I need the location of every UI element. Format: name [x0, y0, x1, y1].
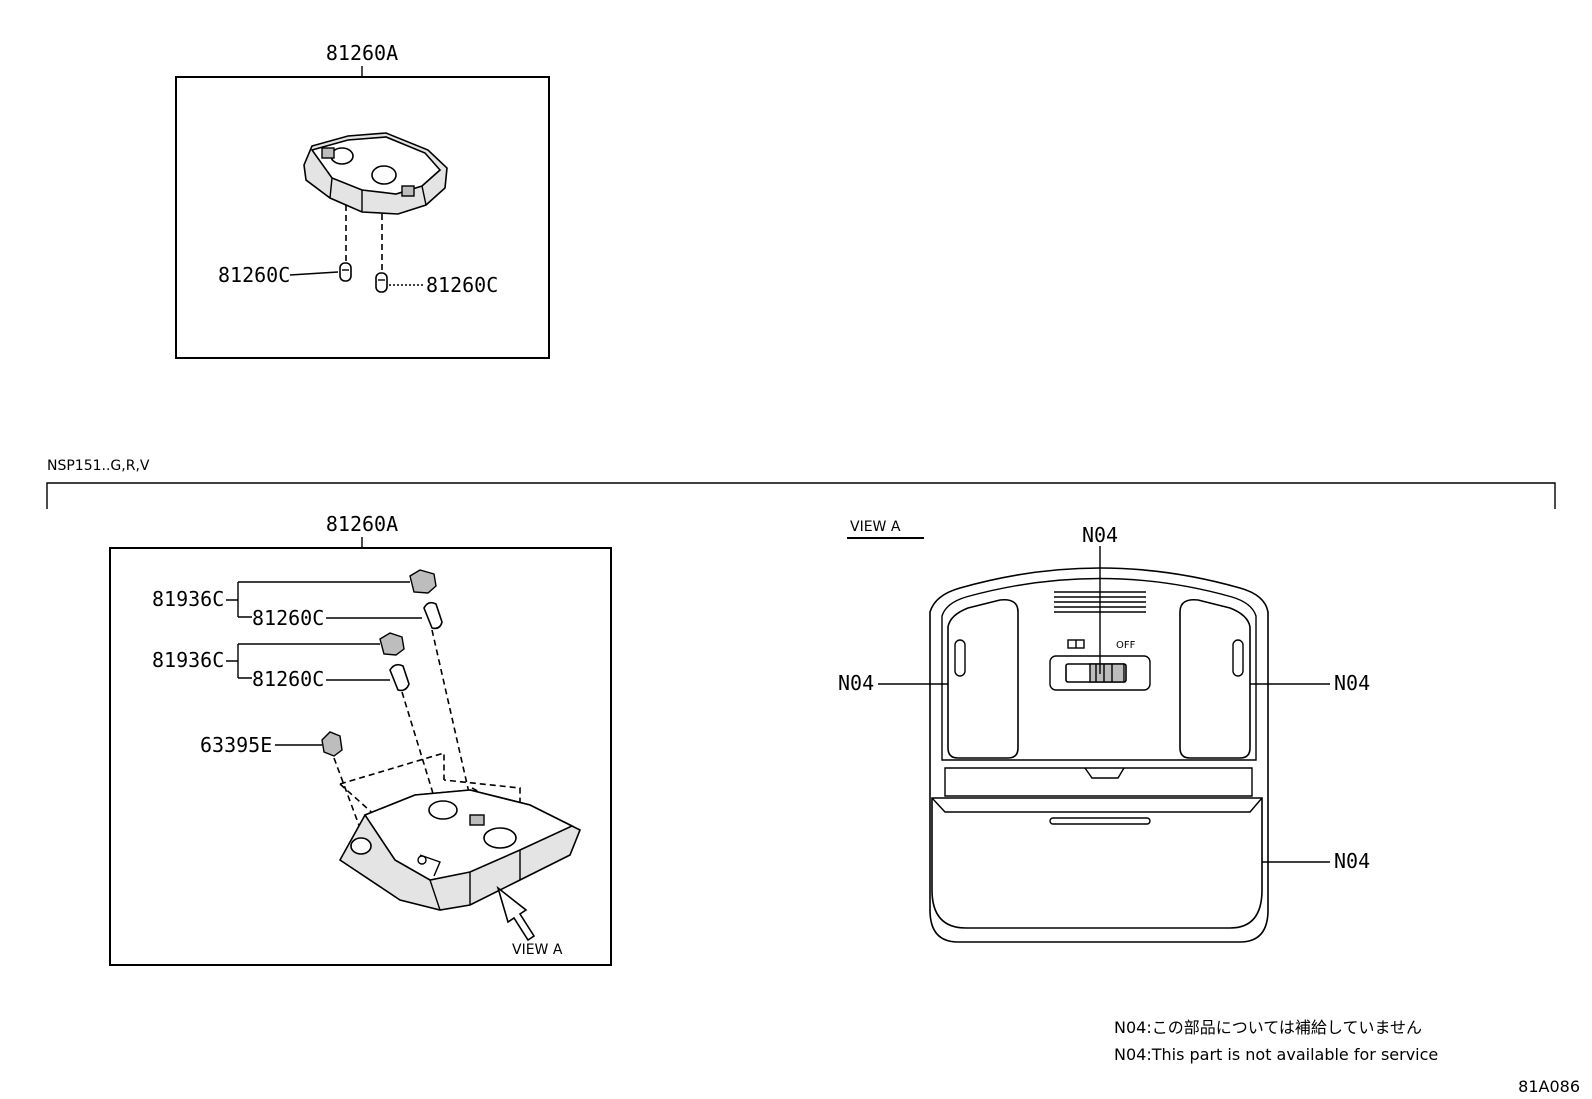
- bulb-2-label[interactable]: 81260C: [252, 667, 324, 691]
- bottom-assembly-frame: [109, 547, 612, 966]
- view-a-group: VIEW A OFF: [838, 519, 1370, 943]
- top-bulb-left-label[interactable]: 81260C: [218, 263, 290, 287]
- top-assembly-frame: [175, 76, 550, 359]
- top-bulb-left[interactable]: [339, 262, 352, 282]
- socket-2[interactable]: [379, 632, 405, 656]
- tray[interactable]: [931, 767, 1263, 929]
- top-bulb-right-label[interactable]: 81260C: [426, 273, 498, 297]
- socket-1-label[interactable]: 81936C: [152, 587, 224, 611]
- variant-label: NSP151..G,R,V: [47, 458, 150, 474]
- bulb-2[interactable]: [389, 663, 410, 692]
- variant-bracket: NSP151..G,R,V: [46, 458, 1556, 509]
- bottom-assembly-label[interactable]: 81260A: [326, 512, 398, 536]
- bulb-1[interactable]: [423, 601, 443, 630]
- bulb-1-label[interactable]: 81260C: [252, 606, 324, 630]
- socket-2-label[interactable]: 81936C: [152, 648, 224, 672]
- figure-code: 81A086: [1518, 1077, 1580, 1096]
- tray-part-label[interactable]: N04: [1334, 849, 1370, 873]
- view-arrow-label: VIEW A: [512, 942, 563, 958]
- bottom-lamp-housing[interactable]: [338, 789, 582, 911]
- top-lamp-housing[interactable]: [303, 132, 448, 215]
- top-assembly-label[interactable]: 81260A: [326, 41, 398, 65]
- left-lens-part-label[interactable]: N04: [838, 671, 874, 695]
- switch-part-label[interactable]: N04: [1082, 523, 1118, 547]
- note-english: N04:This part is not available for servi…: [1114, 1045, 1438, 1064]
- socket-1[interactable]: [409, 569, 437, 594]
- right-lens-part-label[interactable]: N04: [1334, 671, 1370, 695]
- switch-off-label: OFF: [1116, 640, 1136, 651]
- note-japanese: N04:この部品については補給していません: [1114, 1018, 1422, 1037]
- top-assembly-group: 81260A 81260C 81260C: [175, 41, 550, 359]
- clip-label[interactable]: 63395E: [200, 733, 272, 757]
- bottom-assembly-group: 81260A 81936C 81260C 81936C 81260C 63395…: [109, 512, 612, 966]
- switch-panel[interactable]: OFF: [1049, 639, 1151, 691]
- clip[interactable]: [321, 731, 343, 757]
- view-a-title: VIEW A: [850, 519, 901, 535]
- view-arrow: [496, 885, 536, 942]
- top-bulb-right[interactable]: [375, 272, 388, 293]
- left-lens[interactable]: [947, 598, 1019, 759]
- right-lens[interactable]: [1179, 598, 1251, 759]
